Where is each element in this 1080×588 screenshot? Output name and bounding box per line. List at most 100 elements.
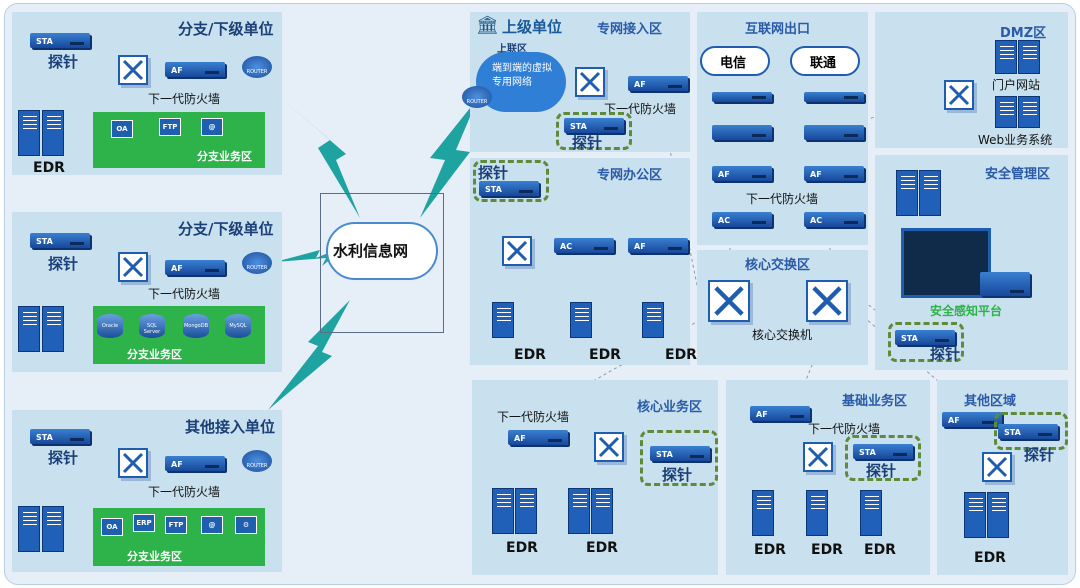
isp-unicom-label: 联通 xyxy=(810,56,837,71)
server-icon xyxy=(18,306,40,352)
probe-highlight xyxy=(845,435,921,481)
branch-title: 分支/下级单位 xyxy=(178,20,274,38)
edr-label: EDR xyxy=(974,550,1006,566)
vpn-label: 端到端的虚拟专用网络 xyxy=(492,63,552,88)
server-icon xyxy=(995,40,1017,74)
security-mgmt-title: 安全管理区 xyxy=(985,167,1051,182)
firewall-label: 下一代防火墙 xyxy=(497,410,570,424)
router-icon: ROUTER xyxy=(462,86,492,108)
web-system-label: Web业务系统 xyxy=(978,133,1053,147)
mail-icon: @ xyxy=(201,118,223,136)
bolt-branch2 xyxy=(275,244,350,266)
access-switch xyxy=(712,92,772,102)
ac-device: AC xyxy=(554,238,614,253)
link-zone-label: 上联区 xyxy=(497,44,527,55)
probe-device: STA xyxy=(30,33,90,48)
isp-telecom-label: 电信 xyxy=(720,56,747,71)
probe-device: STA xyxy=(479,181,539,196)
bolt-branch1 xyxy=(272,90,360,218)
core-switch-label: 核心交换机 xyxy=(752,328,813,342)
server-icon xyxy=(492,488,514,534)
router-icon: ROUTER xyxy=(242,252,272,274)
core-biz-title: 核心业务区 xyxy=(637,400,703,415)
router-icon: ROUTER xyxy=(242,450,272,472)
server-icon xyxy=(1018,40,1040,74)
pc-icon xyxy=(570,302,592,338)
probe-device: STA xyxy=(30,233,90,248)
zone-label: 分支业务区 xyxy=(127,348,182,361)
probe-device: STA xyxy=(564,118,624,133)
dashboard-monitor-icon xyxy=(901,228,991,298)
ftp-icon: FTP xyxy=(165,516,187,534)
database-oracle-icon: Oracle xyxy=(97,314,123,338)
app-settings-icon: ⚙ xyxy=(235,516,257,534)
branch-title: 分支/下级单位 xyxy=(178,220,274,238)
switch-icon xyxy=(803,442,833,472)
edr-label: EDR xyxy=(589,347,621,363)
cloud-icon xyxy=(326,222,438,280)
business-zone: Oracle SQL Server MongoDB MySQL 分支业务区 xyxy=(93,306,265,364)
probe-label: 探针 xyxy=(48,449,79,467)
ftp-icon: FTP xyxy=(159,118,181,136)
vpn-cloud-icon xyxy=(476,52,566,112)
firewall-label: 下一代防火墙 xyxy=(148,92,221,106)
probe-device: STA xyxy=(30,429,90,444)
office-zone-title: 专网办公区 xyxy=(597,168,663,183)
erp-icon: ERP xyxy=(133,514,155,532)
server-icon xyxy=(42,306,64,352)
probe-highlight xyxy=(640,430,718,486)
mail-icon: @ xyxy=(201,516,223,534)
probe-device: STA xyxy=(853,444,913,459)
server-icon xyxy=(18,506,40,552)
probe-highlight xyxy=(994,412,1068,450)
switch-icon xyxy=(982,452,1012,482)
business-zone: OA ERP FTP @ ⚙ 分支业务区 xyxy=(93,508,265,566)
firewall-device: AF xyxy=(750,406,810,421)
firewall-label: 下一代防火墙 xyxy=(808,422,881,436)
firewall-label: 下一代防火墙 xyxy=(148,485,221,499)
edr-label: EDR xyxy=(665,347,697,363)
probe-device: STA xyxy=(895,330,955,345)
firewall-device: AF xyxy=(165,456,225,471)
server-icon xyxy=(1018,96,1040,128)
server-icon xyxy=(18,110,40,156)
edr-label: EDR xyxy=(514,347,546,363)
dmz-title: DMZ区 xyxy=(1000,26,1047,41)
wan-box xyxy=(320,193,444,333)
internet-zone-title: 互联网出口 xyxy=(745,22,811,37)
server-icon xyxy=(896,170,918,216)
upper-unit-title: 上级单位 xyxy=(502,18,563,36)
probe-highlight xyxy=(473,160,549,202)
probe-highlight xyxy=(888,322,964,362)
probe-label: 探针 xyxy=(48,53,79,71)
platform-appliance xyxy=(980,272,1030,296)
wan-bolts xyxy=(268,90,478,410)
server-icon xyxy=(42,506,64,552)
base-biz-title: 基础业务区 xyxy=(842,394,908,409)
probe-label: 探针 xyxy=(478,164,509,182)
switch-icon xyxy=(944,80,974,110)
server-icon xyxy=(591,488,613,534)
edr-label: EDR xyxy=(33,160,65,176)
access-zone-title: 专网接入区 xyxy=(597,22,663,37)
pc-icon xyxy=(642,302,664,338)
database-sqlserver-icon: SQL Server xyxy=(139,314,165,338)
router-icon: ROUTER xyxy=(242,56,272,78)
switch-icon xyxy=(594,432,624,462)
zone-label: 分支业务区 xyxy=(127,550,182,563)
server-icon xyxy=(515,488,537,534)
pc-icon xyxy=(492,302,514,338)
server-icon xyxy=(964,492,986,538)
server-icon xyxy=(806,490,828,536)
switch-icon xyxy=(118,252,148,282)
probe-label: 探针 xyxy=(572,134,603,152)
probe-label: 探针 xyxy=(48,255,79,273)
edr-label: EDR xyxy=(586,540,618,556)
portal-label: 门户网站 xyxy=(992,78,1041,92)
firewall-device: AF xyxy=(942,412,1002,427)
server-icon xyxy=(987,492,1009,538)
building-icon: 🏛 xyxy=(476,15,499,36)
database-mongodb-icon: MongoDB xyxy=(183,314,209,338)
edr-label: EDR xyxy=(754,542,786,558)
zone-label: 分支业务区 xyxy=(197,150,252,163)
